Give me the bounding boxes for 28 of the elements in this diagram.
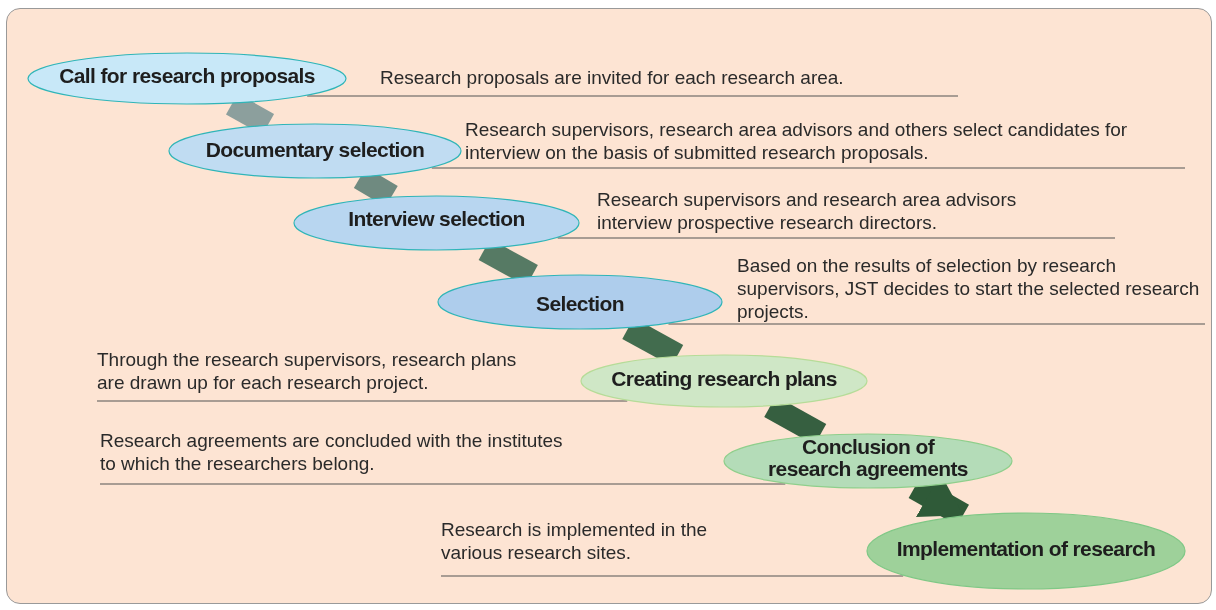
step-title: Creating research plans <box>611 367 837 390</box>
step-ellipse <box>437 274 723 330</box>
underline-leader <box>306 95 381 97</box>
step-ellipse <box>168 123 462 179</box>
underline-leader <box>557 237 598 239</box>
underline-leader <box>440 575 904 577</box>
underline-leader <box>96 400 628 402</box>
step-description: Through the research supervisors, research plans are drawn up for each research project. <box>97 348 547 401</box>
step-description: Research is implemented in the various research sites. <box>441 518 751 576</box>
step-ellipse <box>27 52 347 105</box>
step-ellipse <box>723 433 1013 489</box>
step-title: Call for research proposals <box>59 65 315 88</box>
step-title: Documentary selection <box>205 138 425 161</box>
step-ellipse <box>866 512 1186 590</box>
step-title: Implementation of research <box>896 537 1156 560</box>
step-ellipse <box>293 195 580 251</box>
underline-leader <box>667 323 738 325</box>
step-description: Research agreements are concluded with the institutes to which the researchers belong. <box>100 429 570 484</box>
step-description: Research supervisors, research area advisors and others select candidates for interview on the basis of submitted research proposals. <box>465 118 1185 168</box>
step-title: Selection <box>536 292 624 315</box>
step-description: Research supervisors and research area advisors interview prospective research directors. <box>597 188 1115 238</box>
step-description: Based on the results of selection by research supervisors, JST decides to start the selected research projects. <box>737 254 1205 324</box>
step-title: Interview selection <box>348 207 525 230</box>
underline-leader <box>99 483 786 485</box>
step-description: Research proposals are invited for each research area. <box>380 66 958 96</box>
step-title: Conclusion of research agreements <box>767 435 969 481</box>
underline-leader <box>431 167 466 169</box>
step-ellipse <box>580 354 868 408</box>
